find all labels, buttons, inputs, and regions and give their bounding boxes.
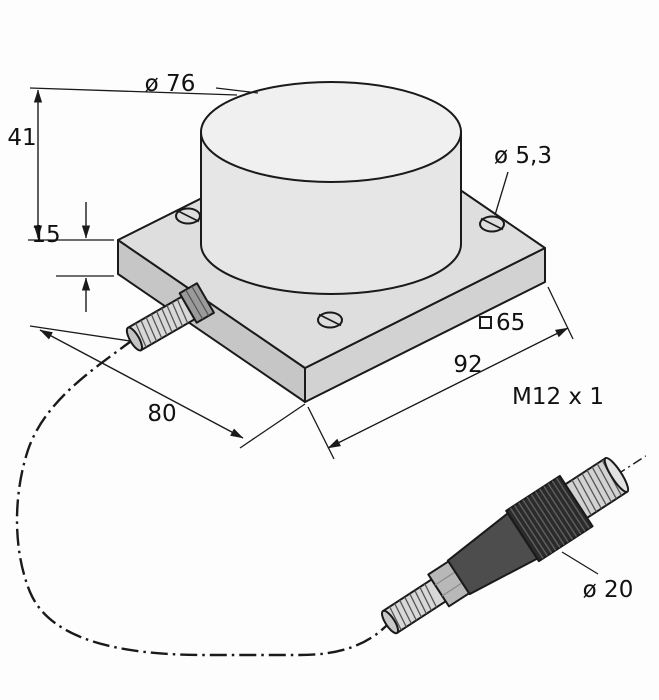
dimension-hole-diameter: ø 5,3 [494, 143, 552, 216]
cable-centerline [15, 338, 391, 657]
mounting-hole [317, 311, 343, 329]
knurl-ridges [509, 477, 590, 559]
dimension-head-diameter: ø 76 [145, 71, 259, 97]
mounting-hole [175, 207, 201, 225]
dim-label-80: 80 [147, 401, 176, 427]
dim-label-m12: M12 x 1 [512, 384, 604, 410]
mounting-holes [175, 207, 505, 329]
dim-label-dia53: ø 5,3 [494, 143, 552, 169]
dimension-head-height: 41 [7, 87, 238, 241]
square-symbol [479, 316, 492, 329]
dim-label-15: 15 [31, 222, 60, 248]
dim-label-65: 65 [496, 310, 525, 336]
connector-tip [603, 456, 630, 493]
dimension-connector-diameter: ø 20 [561, 551, 634, 603]
dimension-plate-thickness: 15 [31, 202, 114, 312]
dimension-overall-depth: 80 [29, 325, 306, 449]
dimension-plate-diagonal: 92 [307, 286, 574, 460]
m12-connector [380, 455, 647, 635]
cylinder-top [200, 81, 462, 183]
dim-label-41: 41 [7, 125, 36, 151]
dim-label-92: 92 [453, 352, 482, 378]
mounting-hole [479, 215, 505, 233]
connector-cable-thread-lines [389, 583, 438, 631]
dim-label-dia20: ø 20 [583, 577, 634, 603]
dimension-connector-thread: M12 x 1 [512, 384, 604, 410]
dim-label-dia76: ø 76 [145, 71, 196, 97]
cylinder-head [200, 81, 462, 295]
dimension-plate-width: 65 [479, 310, 525, 336]
